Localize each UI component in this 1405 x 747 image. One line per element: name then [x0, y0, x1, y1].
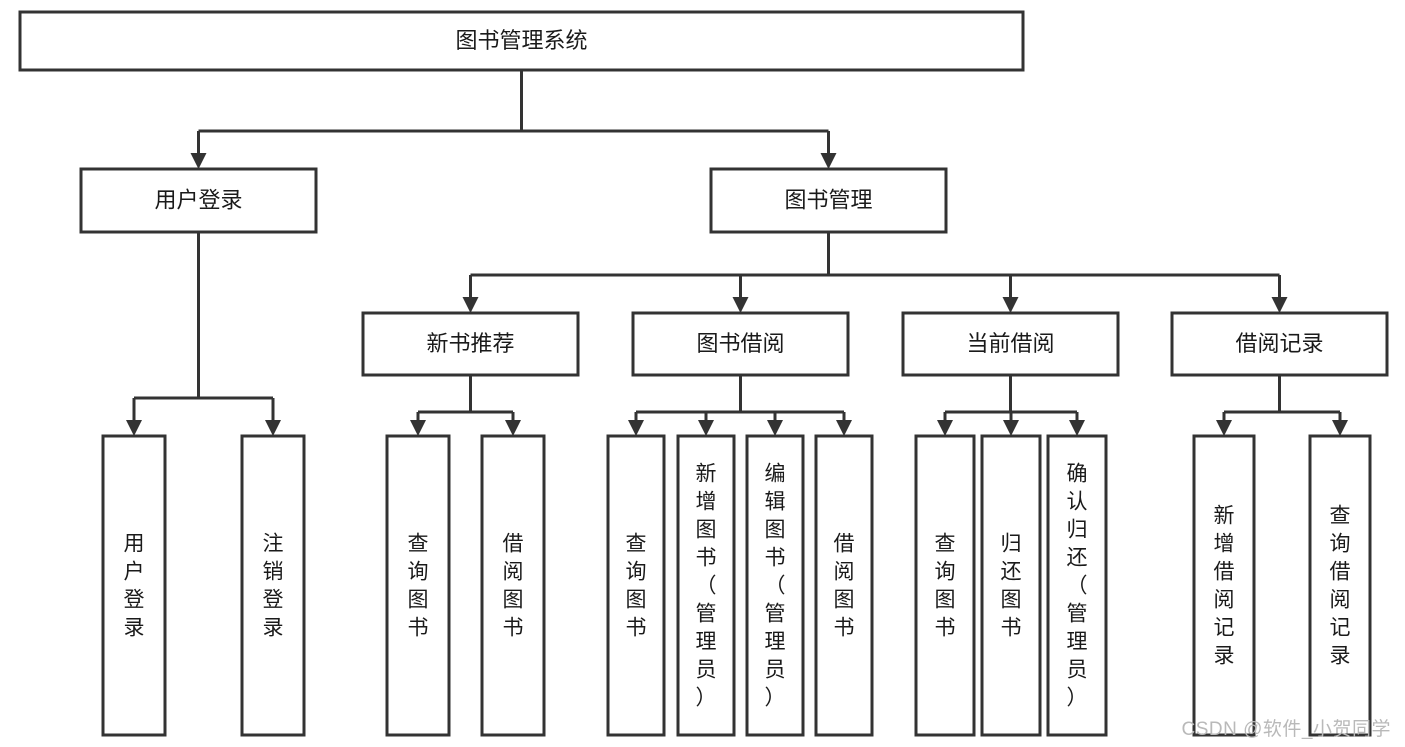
- node-root-label: 图书管理系统: [455, 28, 587, 53]
- node-leaf-user-login-label: 用户登录: [124, 533, 145, 640]
- node-book-management-label: 图书管理: [784, 187, 872, 212]
- node-leaf-confirm-return-label: 确认归还（管理员）: [1067, 463, 1088, 710]
- node-root[interactable]: 图书管理系统: [18, 10, 1025, 72]
- node-leaf-return-book[interactable]: 归还图书: [980, 434, 1042, 737]
- node-leaf-borrow-book-2-label: 借阅图书: [834, 533, 855, 640]
- node-leaf-query-book-1[interactable]: 查询图书: [385, 434, 451, 737]
- node-borrow-records[interactable]: 借阅记录: [1170, 311, 1389, 377]
- node-leaf-query-record-label: 查询借阅记录: [1330, 505, 1351, 668]
- node-book-management[interactable]: 图书管理: [709, 167, 948, 234]
- node-leaf-add-book-admin[interactable]: 新增图书（管理员）: [676, 434, 736, 737]
- node-leaf-edit-book-admin[interactable]: 编辑图书（管理员）: [745, 434, 805, 737]
- node-user-login-label: 用户登录: [154, 187, 242, 212]
- node-current-borrow-label: 当前借阅: [966, 331, 1054, 356]
- node-new-book-recommend[interactable]: 新书推荐: [361, 311, 580, 377]
- node-leaf-query-book-3[interactable]: 查询图书: [914, 434, 976, 737]
- node-leaf-query-record[interactable]: 查询借阅记录: [1308, 434, 1372, 737]
- node-leaf-logout[interactable]: 注销登录: [240, 434, 306, 737]
- node-leaf-add-record[interactable]: 新增借阅记录: [1192, 434, 1256, 737]
- node-leaf-query-book-2[interactable]: 查询图书: [606, 434, 666, 737]
- node-leaf-borrow-book-1[interactable]: 借阅图书: [480, 434, 546, 737]
- node-leaf-query-book-3-label: 查询图书: [935, 533, 956, 640]
- node-borrow-records-label: 借阅记录: [1235, 331, 1323, 356]
- node-leaf-return-book-label: 归还图书: [1001, 533, 1022, 640]
- node-leaf-query-book-1-label: 查询图书: [408, 533, 429, 640]
- node-leaf-add-book-admin-label: 新增图书（管理员）: [696, 463, 717, 710]
- node-layer: 图书管理系统用户登录图书管理新书推荐图书借阅当前借阅借阅记录用户登录注销登录查询…: [18, 10, 1389, 737]
- node-leaf-confirm-return[interactable]: 确认归还（管理员）: [1046, 434, 1108, 737]
- connector-layer: [126, 70, 1348, 436]
- node-book-borrow[interactable]: 图书借阅: [631, 311, 850, 377]
- node-leaf-add-record-label: 新增借阅记录: [1214, 505, 1235, 668]
- node-new-book-recommend-label: 新书推荐: [426, 331, 514, 356]
- node-current-borrow[interactable]: 当前借阅: [901, 311, 1120, 377]
- node-leaf-edit-book-admin-label: 编辑图书（管理员）: [765, 463, 786, 710]
- node-leaf-borrow-book-1-label: 借阅图书: [503, 533, 524, 640]
- node-leaf-logout-label: 注销登录: [263, 533, 284, 640]
- node-book-borrow-label: 图书借阅: [696, 331, 784, 356]
- watermark-label: CSDN @软件_小贺同学: [1181, 719, 1391, 740]
- node-user-login[interactable]: 用户登录: [79, 167, 318, 234]
- node-leaf-query-book-2-label: 查询图书: [626, 533, 647, 640]
- node-leaf-borrow-book-2[interactable]: 借阅图书: [814, 434, 874, 737]
- node-leaf-user-login[interactable]: 用户登录: [101, 434, 167, 737]
